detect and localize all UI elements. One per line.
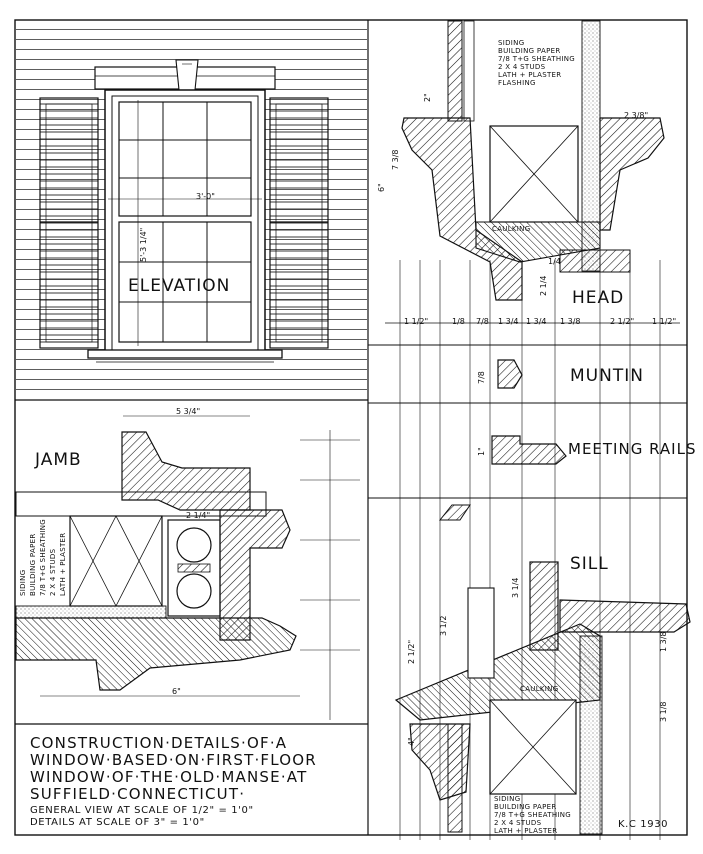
muntin-label: MUNTIN <box>570 366 644 386</box>
window-sill <box>87 349 283 359</box>
jamb-note: 7/8 T+G SHEATHING <box>39 518 47 596</box>
sill-caulking-label: CAULKING <box>520 685 559 693</box>
dim-head-top: 2" <box>423 93 432 102</box>
dim-head-a: 7 3/8 <box>391 149 400 170</box>
head-note: LATH + PLASTER <box>498 71 562 79</box>
dim-sill-c: 2 1/2" <box>407 639 416 664</box>
jamb-casing <box>121 431 251 511</box>
dim-jamb-top: 5 3/4" <box>176 407 201 416</box>
head-note: 2 X 4 STUDS <box>498 63 546 71</box>
sash-weight-upper <box>176 527 212 563</box>
dim-muntin: 7/8 <box>477 371 486 384</box>
head-dim-row-item: 1 1/2" <box>652 317 677 326</box>
jamb-plaster <box>15 605 167 619</box>
jamb-stud-box <box>69 515 163 607</box>
right-shutter <box>269 97 329 349</box>
dim-head-c: 2 1/4 <box>539 275 548 296</box>
jamb-guides <box>40 415 360 720</box>
title-block: CONSTRUCTION·DETAILS·OF·A WINDOW·BASED·O… <box>30 736 317 828</box>
head-dim-row-item: 1 3/4 <box>526 317 547 326</box>
jamb-note: LATH + PLASTER <box>59 532 67 596</box>
scale-line: GENERAL VIEW AT SCALE OF 1/2" = 1'0" <box>30 805 254 816</box>
head-note: 7/8 T+G SHEATHING <box>498 55 576 63</box>
muntin-profile <box>497 359 523 389</box>
title-line: SUFFIELD·CONNECTICUT· <box>30 785 246 803</box>
head-dim-row-item: 1 3/8 <box>560 317 581 326</box>
keystone <box>175 59 199 91</box>
dim-sill-a: 3 1/4 <box>511 577 520 598</box>
sill-plaster <box>579 635 603 835</box>
head-dim-row-item: 1 3/4 <box>498 317 519 326</box>
sill-label: SILL <box>570 554 609 574</box>
sill-notes: SIDING BUILDING PAPER 7/8 T+G SHEATHING … <box>494 796 571 835</box>
sash-weight-lower <box>176 573 212 609</box>
dim-meeting: 1" <box>477 447 486 456</box>
head-label: HEAD <box>572 288 625 308</box>
left-shutter <box>39 97 99 349</box>
title-line: WINDOW·BASED·ON·FIRST·FLOOR <box>30 751 317 769</box>
initials-label: K.C 1930 <box>618 819 669 830</box>
title-line: CONSTRUCTION·DETAILS·OF·A <box>30 734 288 752</box>
jamb-note: SIDING <box>19 569 27 596</box>
dim-elevation-width: 3'-0" <box>196 192 215 201</box>
head-notes: SIDING BUILDING PAPER 7/8 T+G SHEATHING … <box>498 40 575 87</box>
sill-note: LATH + PLASTER <box>494 827 558 835</box>
dim-jamb-a: 2 1/4" <box>186 511 211 520</box>
jamb-label: JAMB <box>35 450 82 470</box>
head-note: SIDING <box>498 39 525 47</box>
sill-diagonal-siding <box>438 504 471 521</box>
meeting-rails-profile <box>491 435 567 465</box>
title-line: WINDOW·OF·THE·OLD·MANSE·AT <box>30 768 308 786</box>
head-crown-right <box>599 117 665 231</box>
dim-sill-d: 4" <box>407 737 416 746</box>
elevation-label: ELEVATION <box>128 276 231 296</box>
dim-sill-b: 3 1/2 <box>439 615 448 636</box>
head-caulking-label: CAULKING <box>492 225 531 233</box>
window-frame <box>104 89 266 357</box>
head-cornice-profile <box>401 117 523 301</box>
dim-jamb-bottom: 6" <box>172 687 181 696</box>
head-note: FLASHING <box>498 79 536 87</box>
jamb-note: BUILDING PAPER <box>29 533 37 596</box>
head-dim-row-item: 1/8 <box>452 317 465 326</box>
jamb-note: 2 X 4 STUDS <box>49 548 57 596</box>
sill-note: BUILDING PAPER <box>494 803 557 811</box>
meeting-rails-label: MEETING RAILS <box>568 440 697 458</box>
sill-stool-block <box>467 587 495 679</box>
dim-elevation-height: 5'-3 1/4" <box>139 227 148 262</box>
head-dim-row-item: 7/8 <box>476 317 489 326</box>
jamb-interior-trim <box>15 617 297 691</box>
dim-head-d: 1/4 <box>548 257 561 266</box>
sill-note: 7/8 T+G SHEATHING <box>494 811 572 819</box>
head-siding-strip <box>447 20 463 122</box>
head-dim-row-item: 2 1/2" <box>610 317 635 326</box>
head-dim-row-item: 1 1/2" <box>404 317 429 326</box>
window-sashes <box>118 101 252 343</box>
sill-stool <box>559 599 691 633</box>
sill-note: SIDING <box>494 795 521 803</box>
sheet-border <box>14 19 688 836</box>
dim-sill-f: 3 1/8 <box>659 701 668 722</box>
head-note: BUILDING PAPER <box>498 47 561 55</box>
dim-head-b: 6" <box>377 183 386 192</box>
dim-head-right: 2 3/8" <box>624 111 649 120</box>
dim-sill-e: 1 3/8 <box>659 631 668 652</box>
scale-line: DETAILS AT SCALE OF 3" = 1'0" <box>30 817 205 828</box>
sill-note: 2 X 4 STUDS <box>494 819 542 827</box>
